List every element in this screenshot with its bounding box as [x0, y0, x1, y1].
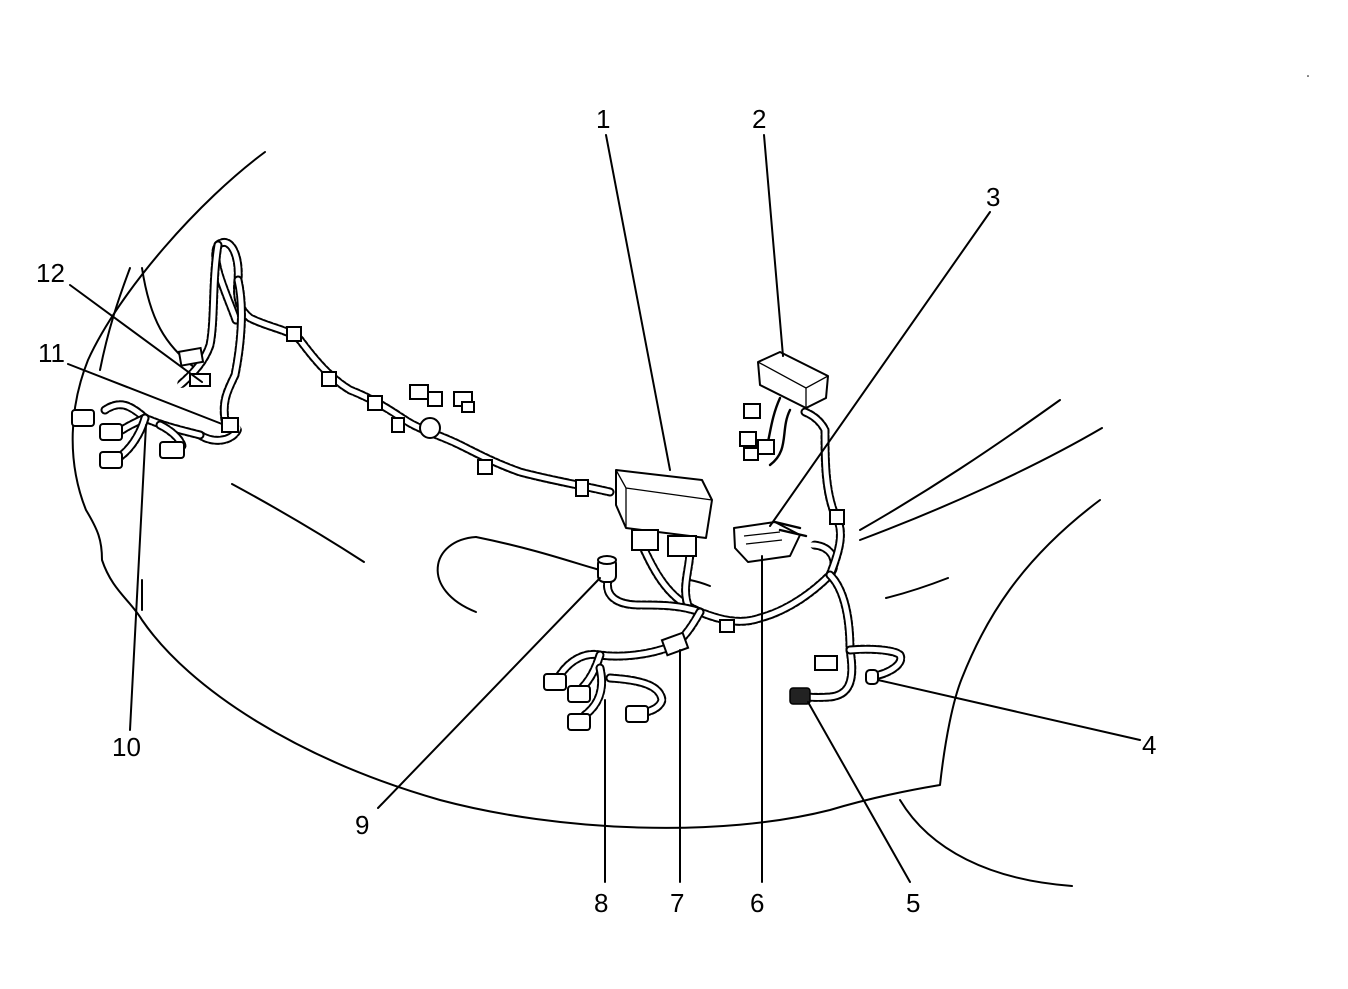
callout-8: 8	[594, 888, 608, 918]
lower-connector-group	[543, 673, 649, 731]
callout-11: 11	[38, 338, 65, 368]
main-wire-harness	[100, 238, 906, 720]
leader-lines	[67, 134, 1141, 883]
control-module	[615, 469, 713, 557]
left-connector-group	[71, 409, 185, 469]
leader-3	[769, 211, 991, 527]
leader-10	[129, 424, 147, 731]
callout-7: 7	[670, 888, 684, 918]
inline-connector	[660, 631, 690, 657]
leader-12	[69, 284, 203, 383]
callout-10: 10	[112, 732, 141, 762]
right-lower-connectors	[789, 669, 879, 705]
leader-2	[763, 134, 784, 357]
leader-11	[67, 363, 223, 425]
center-connector	[733, 520, 808, 563]
vehicle-outline	[71, 75, 1309, 887]
callout-5: 5	[906, 888, 920, 918]
callout-1: 1	[596, 104, 610, 134]
callout-6: 6	[750, 888, 764, 918]
callout-3: 3	[986, 182, 1000, 212]
leader-1	[605, 134, 671, 471]
callout-9: 9	[355, 810, 369, 840]
sensor-connector	[597, 555, 617, 583]
callout-4: 4	[1142, 730, 1156, 760]
leader-9	[377, 577, 601, 809]
callout-2: 2	[752, 104, 766, 134]
leader-5	[807, 701, 911, 883]
harness-clips	[177, 326, 845, 671]
junction-block	[739, 351, 829, 461]
leader-4	[877, 679, 1141, 741]
callout-labels: 1 2 3 4 5 6 7 8 9 10 11 12	[36, 104, 1156, 918]
callout-12: 12	[36, 258, 65, 288]
